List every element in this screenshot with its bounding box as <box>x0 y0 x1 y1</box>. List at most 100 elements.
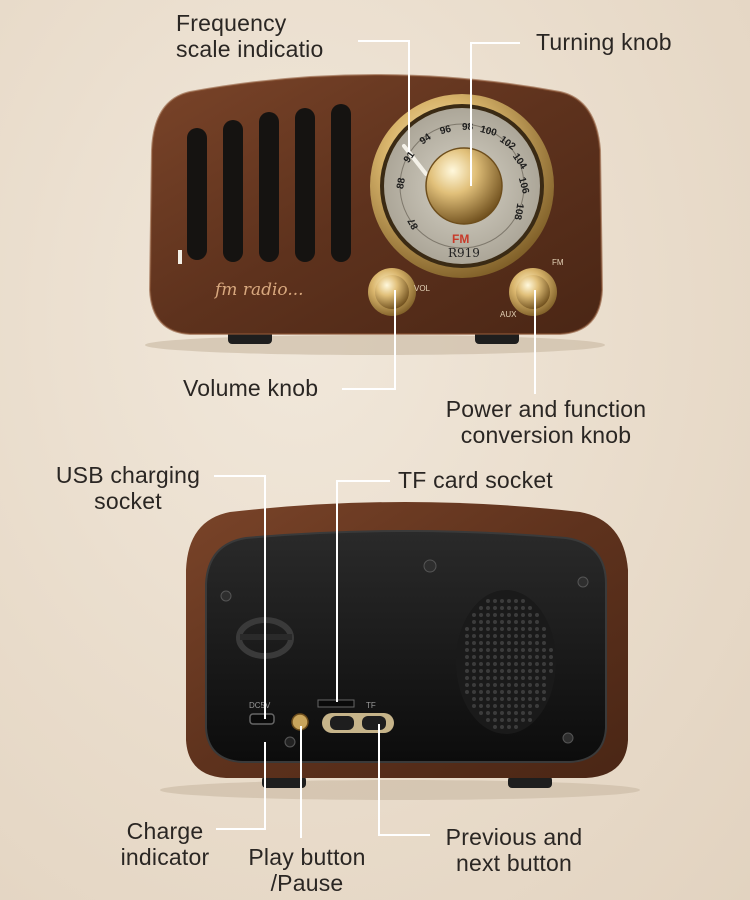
grille-hole <box>500 676 504 680</box>
grille-hole <box>549 655 553 659</box>
grille-hole <box>479 704 483 708</box>
leader-line-frequency-v <box>408 40 410 152</box>
leader-line-turning-v <box>470 42 472 186</box>
grille-hole <box>521 613 525 617</box>
grille-hole <box>535 620 539 624</box>
grille-hole <box>479 669 483 673</box>
grille-hole <box>507 676 511 680</box>
grille-hole <box>472 676 476 680</box>
grille-hole <box>486 613 490 617</box>
grille-hole <box>514 648 518 652</box>
grille-hole <box>528 620 532 624</box>
grille-hole <box>465 683 469 687</box>
grille-hole <box>528 683 532 687</box>
grille-hole <box>486 655 490 659</box>
grille-hole <box>507 718 511 722</box>
grille-hole <box>514 599 518 603</box>
grille-hole <box>479 662 483 666</box>
grille-hole <box>507 606 511 610</box>
grille-hole <box>535 662 539 666</box>
grille-hole <box>500 704 504 708</box>
grille-hole <box>500 662 504 666</box>
grille-hole <box>528 718 532 722</box>
grille-hole <box>521 606 525 610</box>
port-label-tf: TF <box>366 701 376 710</box>
grille-hole <box>507 690 511 694</box>
label-prev-next: Previous and next button <box>445 824 583 876</box>
grille-hole <box>528 627 532 631</box>
label-usb-socket: USB charging socket <box>55 462 201 514</box>
grille-hole <box>465 669 469 673</box>
label-frequency-scale: Frequency scale indicatio <box>176 10 324 62</box>
leader-line-usb-v <box>264 475 266 719</box>
grille-hole <box>486 620 490 624</box>
grille-hole <box>472 641 476 645</box>
dial-model-label: R919 <box>448 246 480 260</box>
grille-hole <box>528 704 532 708</box>
grille-hole <box>535 634 539 638</box>
grille-hole <box>514 613 518 617</box>
grille-hole <box>514 725 518 729</box>
grille-hole <box>535 648 539 652</box>
grille-hole <box>493 641 497 645</box>
grille-hole <box>493 613 497 617</box>
grille-hole <box>514 669 518 673</box>
grille-hole <box>486 669 490 673</box>
grille-hole <box>500 683 504 687</box>
grille-hole <box>535 676 539 680</box>
grille-hole <box>535 690 539 694</box>
grille-hole <box>507 669 511 673</box>
leader-line-volume <box>342 388 396 390</box>
grille-hole <box>542 662 546 666</box>
grille-hole <box>535 704 539 708</box>
grille-hole <box>528 711 532 715</box>
grille-hole <box>500 648 504 652</box>
grille-hole <box>465 634 469 638</box>
grille-hole <box>549 662 553 666</box>
grille-hole <box>479 627 483 631</box>
grille-hole <box>472 690 476 694</box>
grille-hole <box>500 718 504 722</box>
grille-hole <box>521 599 525 603</box>
grille-hole <box>465 648 469 652</box>
grille-hole <box>507 697 511 701</box>
grille-hole <box>486 683 490 687</box>
grille-hole <box>493 662 497 666</box>
grille-hole <box>521 662 525 666</box>
grille-hole <box>479 676 483 680</box>
grille-hole <box>521 718 525 722</box>
label-turning-knob: Turning knob <box>536 29 672 55</box>
grille-hole <box>528 613 532 617</box>
grille-hole <box>514 620 518 624</box>
grille-hole <box>493 648 497 652</box>
grille-hole <box>465 676 469 680</box>
grille-hole <box>528 641 532 645</box>
grille-hole <box>514 676 518 680</box>
grille-hole <box>528 662 532 666</box>
grille-hole <box>542 683 546 687</box>
dial-number-98: 98 <box>462 122 474 133</box>
grille-hole <box>486 599 490 603</box>
grille-hole <box>514 606 518 610</box>
grille-hole <box>472 697 476 701</box>
grille-hole <box>514 641 518 645</box>
grille-hole <box>493 683 497 687</box>
grille-hole <box>472 669 476 673</box>
grille-hole <box>507 599 511 603</box>
grille-hole <box>493 697 497 701</box>
grille-hole <box>500 606 504 610</box>
leader-line-frequency <box>358 40 410 42</box>
grille-hole <box>493 627 497 631</box>
grille-hole <box>479 634 483 638</box>
grille-hole <box>486 662 490 666</box>
grille-hole <box>507 711 511 715</box>
grille-hole <box>486 606 490 610</box>
grille-hole <box>507 634 511 638</box>
grille-hole <box>514 662 518 666</box>
grille-hole <box>542 676 546 680</box>
grille-hole <box>465 641 469 645</box>
grille-hole <box>549 648 553 652</box>
grille-hole <box>493 676 497 680</box>
grille-hole <box>500 669 504 673</box>
